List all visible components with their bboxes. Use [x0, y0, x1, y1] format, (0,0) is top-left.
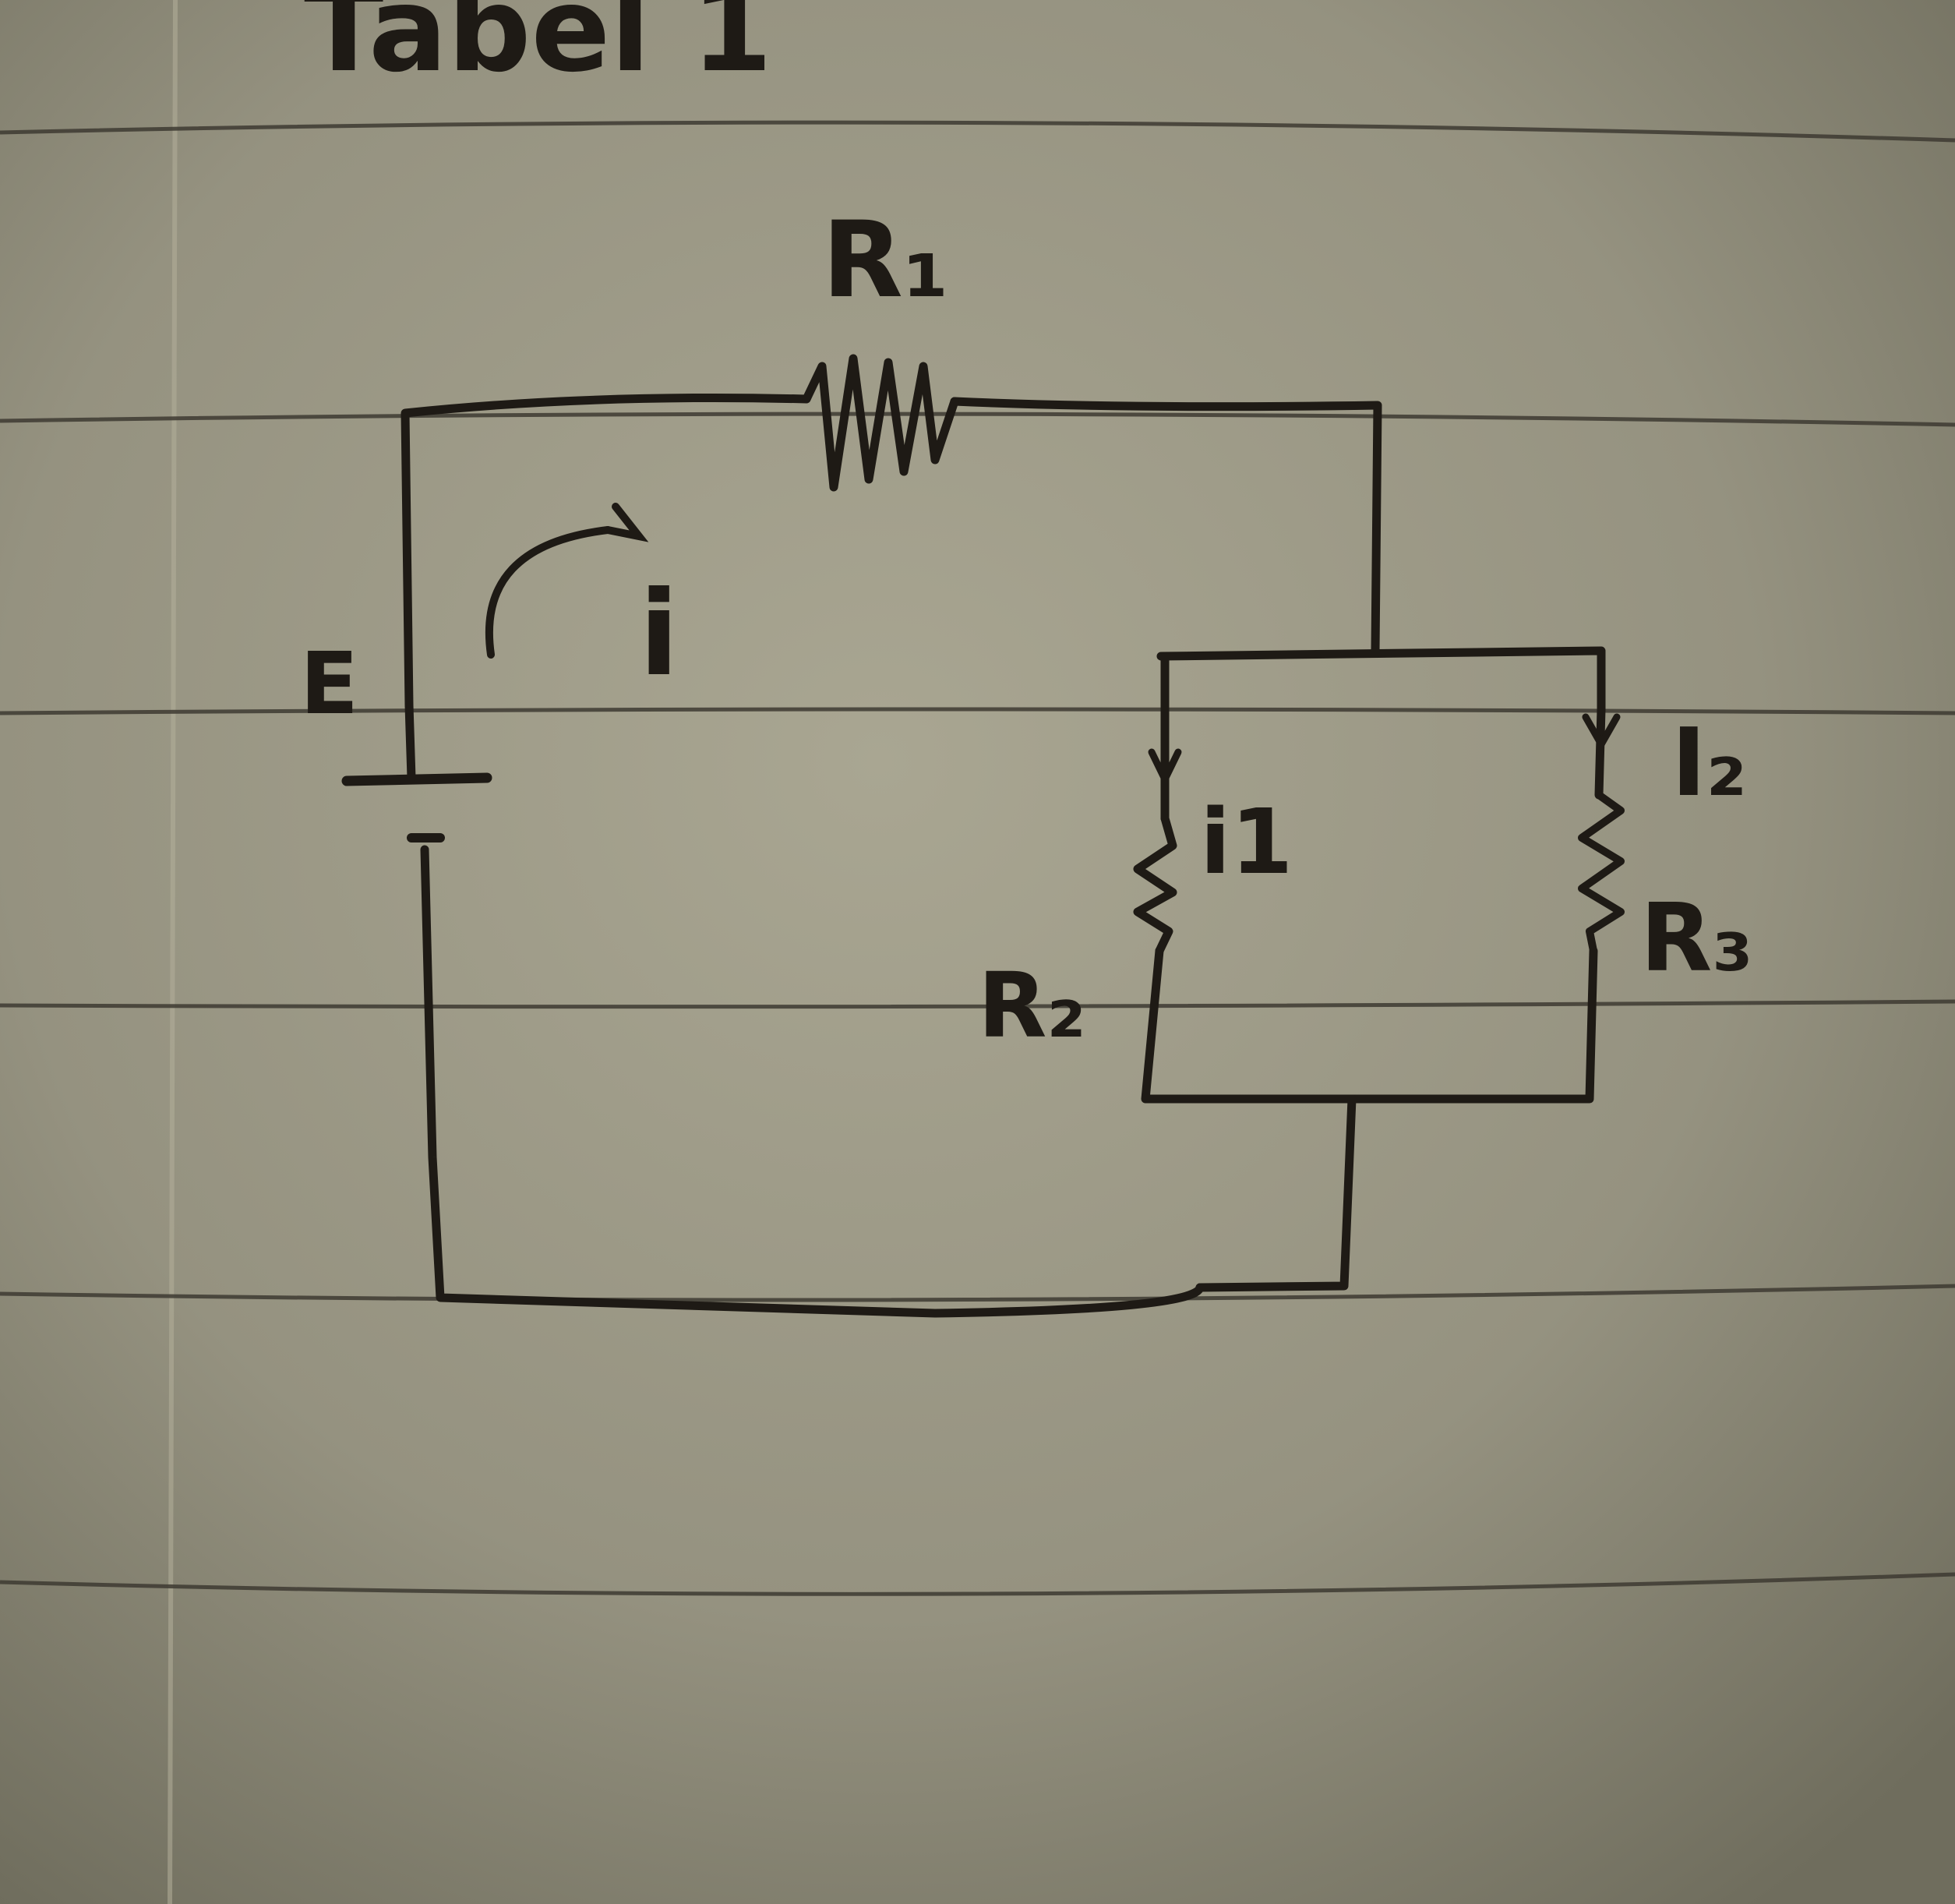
- rule-line: [0, 1284, 1955, 1302]
- wire-parallel-top: [1156, 646, 1606, 714]
- battery-lead-top: [404, 701, 416, 782]
- ruled-lines: [0, 120, 1955, 1596]
- resistor-r2: [1133, 814, 1177, 956]
- wire-top-left: [401, 393, 811, 710]
- wire-r3-branch-top: [1594, 705, 1606, 800]
- label-source-e: E: [300, 634, 358, 733]
- wire-r2-branch-bottom: [1141, 946, 1598, 1104]
- rule-line: [0, 707, 1955, 715]
- wire-bottom: [420, 845, 1205, 1318]
- arrow-curve: [485, 526, 612, 659]
- label-r1: R₁: [822, 199, 949, 321]
- arrowhead-i1: [1148, 748, 1182, 788]
- label-r2: R₂: [978, 954, 1086, 1058]
- wire-bottom-right: [1195, 1094, 1357, 1292]
- rule-line: [0, 999, 1955, 1009]
- page-caption: Tabel 1: [304, 0, 772, 98]
- rule-line: [0, 120, 1955, 143]
- circuit-wires: [401, 393, 1606, 1318]
- label-r3: R₃: [1640, 885, 1753, 993]
- current-arrow-main: [485, 503, 649, 659]
- resistor-r3: [1578, 791, 1625, 955]
- resistor-r1: [802, 354, 959, 492]
- battery-long-plate: [341, 772, 492, 786]
- wire-top-right: [950, 397, 1382, 655]
- label-current-i2: I₂: [1671, 709, 1747, 818]
- rule-line: [0, 1572, 1955, 1596]
- arrowhead-i2: [1582, 713, 1621, 752]
- arrowhead-main: [604, 503, 649, 542]
- battery-symbol: [341, 701, 492, 842]
- rule-line: [0, 412, 1955, 427]
- label-current-i1: i1: [1200, 790, 1293, 895]
- label-current-i: i: [639, 567, 679, 702]
- branch-arrows: [1148, 713, 1621, 788]
